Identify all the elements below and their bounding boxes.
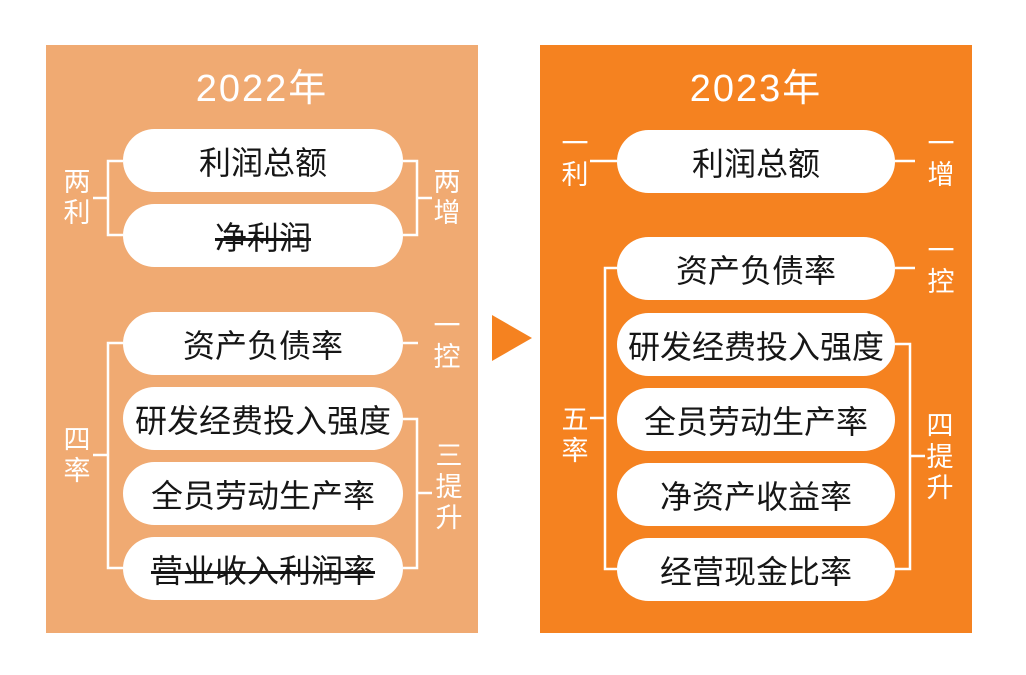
box-asset-liability-ratio: 资产负债率	[617, 237, 895, 300]
label-four-ratios: 四率	[63, 425, 91, 486]
bracket-two-increases	[403, 159, 419, 237]
label-two-increases: 两增	[433, 167, 461, 228]
bracket-three-improvements	[403, 417, 419, 570]
box-net-profit: 净利润	[123, 204, 403, 267]
label-three-improvements: 三提升	[435, 441, 463, 533]
box-return-on-equity: 净资产收益率	[617, 463, 895, 526]
label-one-profit: 一利	[561, 129, 589, 190]
box-labor-productivity: 全员劳动生产率	[617, 388, 895, 451]
box-operating-margin: 营业收入利润率	[123, 537, 403, 600]
bracket-four-improvements	[895, 342, 912, 571]
bracket-two-profits	[106, 159, 123, 237]
box-total-profit: 利润总额	[123, 129, 403, 192]
box-asset-liability-ratio: 资产负债率	[123, 312, 403, 375]
panel-title-2023: 2023年	[689, 68, 823, 110]
box-operating-cash-ratio: 经营现金比率	[617, 538, 895, 601]
label-five-ratios: 五率	[561, 405, 589, 466]
box-rd-spending-intensity: 研发经费投入强度	[617, 313, 895, 376]
panel-2023: 2023年 利润总额 资产负债率 研发经费投入强度 全员劳动生产率 净资产收益率…	[540, 45, 972, 633]
right-arrow-icon	[492, 315, 532, 361]
box-rd-spending-intensity: 研发经费投入强度	[123, 387, 403, 450]
label-one-increase: 一增	[927, 129, 955, 190]
label-one-control: 一控	[927, 236, 955, 297]
box-total-profit: 利润总额	[617, 130, 895, 193]
label-two-profits: 两利	[63, 167, 91, 228]
panel-title-2022: 2022年	[195, 68, 329, 110]
panel-2022: 2022年 利润总额 净利润 资产负债率 研发经费投入强度 全员劳动生产率 营业…	[46, 45, 478, 633]
label-one-control: 一控	[433, 311, 461, 372]
bracket-five-ratios	[603, 266, 617, 571]
bracket-four-ratios	[106, 341, 123, 570]
label-four-improvements: 四提升	[926, 411, 954, 503]
box-labor-productivity: 全员劳动生产率	[123, 462, 403, 525]
